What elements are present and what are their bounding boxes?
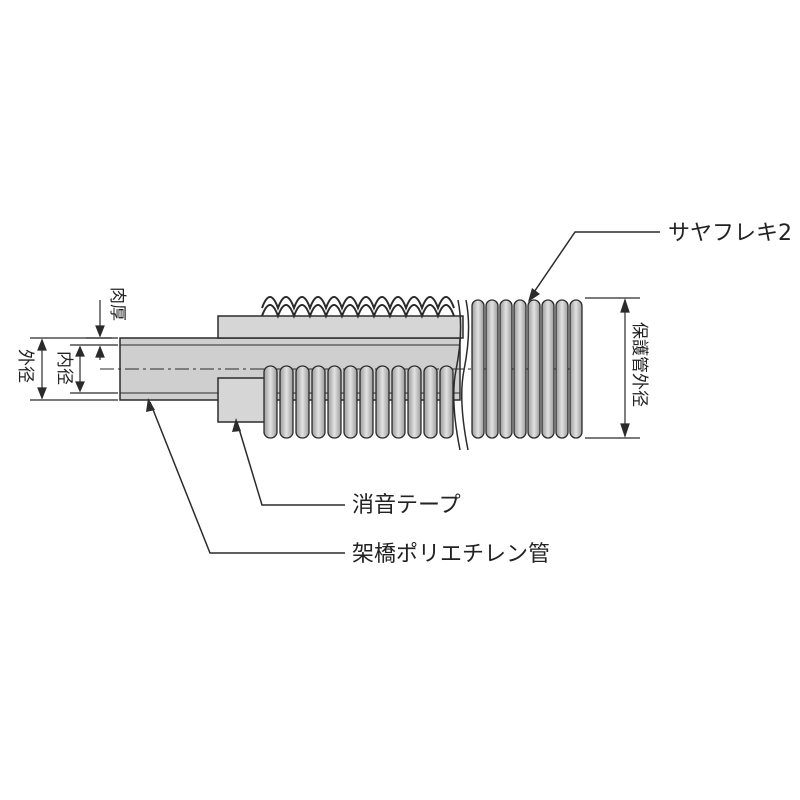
leader-lines (149, 231, 660, 554)
sheath-ribs-right (471, 299, 583, 439)
sheath-rib (513, 299, 527, 439)
label-sound-tape: 消音テープ (352, 493, 461, 518)
break-lines (453, 299, 470, 451)
sheath-rib (527, 299, 541, 439)
sheath-rib (279, 365, 294, 439)
sheath-rib (263, 365, 278, 439)
sheath-rib (311, 365, 326, 439)
sheath-rib (407, 365, 422, 439)
label-outer-diameter: 外径 (15, 349, 35, 383)
sheath-rib (471, 299, 485, 439)
sheath-rib (327, 365, 342, 439)
sheath-rib (359, 365, 374, 439)
sheath-rib (569, 299, 583, 439)
label-sayafureki2: サヤフレキ2 (668, 221, 792, 246)
sheath-rib (555, 299, 569, 439)
sheath-rib (439, 365, 454, 439)
dim-left (30, 300, 118, 401)
dim-sheath-od (585, 297, 640, 439)
sheath-ribs-left (263, 365, 454, 439)
label-wall-thickness: 肉厚 (107, 287, 127, 321)
sheath-rib (391, 365, 406, 439)
sheath-rib (375, 365, 390, 439)
sheath-rib (541, 299, 555, 439)
sheath-rib (295, 365, 310, 439)
label-pex-pipe: 架橋ポリエチレン管 (352, 542, 550, 567)
label-inner-diameter: 内径 (54, 351, 74, 385)
sheath-rib (499, 299, 513, 439)
sheath-cutaway (261, 296, 455, 319)
leader-arrowheads (146, 288, 540, 432)
sheath-rib (485, 299, 499, 439)
label-sheath-outer-diameter: 保護管外径 (629, 322, 649, 407)
sheath-rib (423, 365, 438, 439)
sheath-rib (343, 365, 358, 439)
